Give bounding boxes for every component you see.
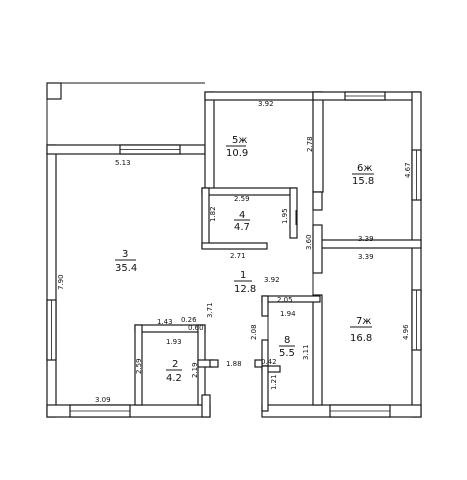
- dim-label: 2.05: [277, 296, 293, 304]
- wall-hall-bottom-left: [201, 394, 211, 418]
- terrace: [46, 82, 205, 145]
- terrace-post: [46, 82, 62, 100]
- interior-walls: [134, 187, 422, 418]
- wall-hall-stub-right: [254, 359, 263, 368]
- dim-label: 7.90: [57, 274, 65, 290]
- dim-label: 1.93: [166, 338, 182, 346]
- dim-label: 2.59: [135, 358, 143, 374]
- room7-number: 7ж: [356, 316, 371, 327]
- wall-room4-right: [289, 187, 298, 239]
- wall-room4-left: [201, 187, 210, 249]
- wall-room5-6-divider: [312, 91, 324, 193]
- dim-label: 5.13: [115, 159, 131, 167]
- room5-area: 10.9: [226, 148, 248, 159]
- room2-area: 4.2: [166, 373, 182, 384]
- dim-label: 4.67: [404, 162, 412, 178]
- dim-label: 1.43: [157, 318, 173, 326]
- room8-number: 8: [284, 335, 290, 346]
- room1-number: 1: [240, 270, 246, 281]
- dimension-labels: 3.92 2.78 5.13 4.67 2.59 1.82 1.95 3.39 …: [57, 100, 412, 404]
- room4-number: 4: [239, 210, 245, 221]
- wall-left: [46, 144, 57, 418]
- dim-label: 1.21: [270, 374, 278, 390]
- outer-walls: [46, 91, 422, 418]
- room7-area: 16.8: [350, 333, 372, 344]
- dim-label: 3.39: [358, 253, 374, 261]
- dim-label: 2.08: [250, 324, 258, 340]
- dim-label: 2.19: [191, 362, 199, 378]
- room2-number: 2: [172, 359, 178, 370]
- wall-room8-left-c: [261, 365, 269, 412]
- dim-label: 3.92: [264, 276, 280, 284]
- dim-label: 2.71: [230, 252, 246, 260]
- room4-area: 4.7: [234, 222, 250, 233]
- room5-number: 5ж: [232, 135, 247, 146]
- wall-room6-lower-left-a: [312, 191, 323, 211]
- room1-area: 12.8: [234, 284, 256, 295]
- wall-room5-top: [204, 91, 322, 101]
- wall-room6-lower-left-b: [312, 224, 323, 274]
- wall-hall-stub: [209, 359, 219, 368]
- room3-number: 3: [122, 249, 128, 260]
- wall-room2-left: [134, 324, 143, 406]
- dim-label: 1.82: [209, 206, 217, 222]
- dim-label: 3.09: [95, 396, 111, 404]
- room6-area: 15.8: [352, 176, 374, 187]
- dim-label: 3.71: [206, 302, 214, 318]
- room6-number: 6ж: [357, 163, 372, 174]
- wall-room8-left-a: [261, 295, 269, 317]
- dim-label: 0.42: [261, 358, 277, 366]
- dim-label: 3.60: [305, 234, 313, 250]
- room-labels: 5ж 10.9 6ж 15.8 4 4.7 3 35.4 1 12.8 7ж 1…: [115, 135, 374, 384]
- dim-label: 3.39: [358, 235, 374, 243]
- wall-room7-left: [312, 294, 323, 406]
- wall-room4-bottom: [201, 242, 268, 250]
- dim-label: 0.26: [181, 316, 197, 324]
- door-markers: [267, 187, 314, 340]
- dim-label: 3.11: [302, 344, 310, 360]
- dim-label: 1.95: [281, 208, 289, 224]
- dim-label: 1.94: [280, 310, 296, 318]
- dim-label: 2.78: [306, 136, 314, 152]
- dim-label: 4.96: [402, 324, 410, 340]
- dim-label: 0.60: [188, 324, 204, 332]
- dim-label: 2.59: [234, 195, 250, 203]
- dim-label: 1.88: [226, 360, 242, 368]
- wall-right: [411, 91, 422, 418]
- dim-label: 3.92: [258, 100, 274, 108]
- room8-area: 5.5: [279, 348, 295, 359]
- wall-room5-left: [204, 91, 215, 193]
- room3-area: 35.4: [115, 263, 137, 274]
- wall-room4-top: [201, 187, 297, 196]
